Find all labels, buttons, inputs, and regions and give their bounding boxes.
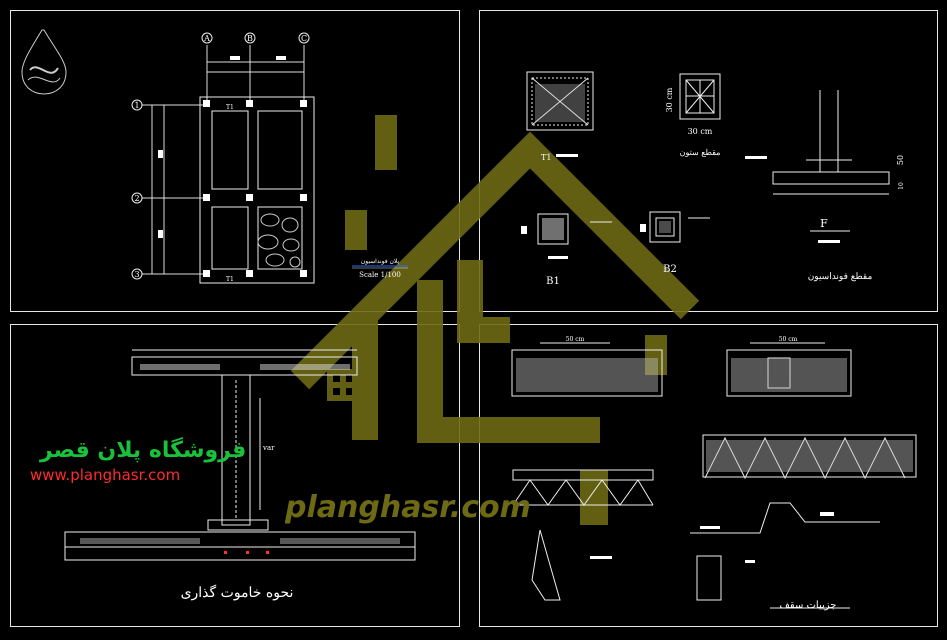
beam-b2: B2 — [663, 264, 677, 275]
shop-name: فروشگاه پلان قصر — [40, 438, 247, 463]
column-section-title: مقطع ستون — [680, 148, 721, 157]
axis-a: A — [203, 34, 210, 43]
plan-title: پلان فونداسیون — [361, 258, 400, 265]
footing-f: F — [820, 217, 828, 230]
foundation-section-title: مقطع فونداسیون — [808, 272, 873, 282]
footing-dim-50: 50 — [896, 155, 905, 165]
axis-3: 3 — [134, 270, 139, 279]
axis-c: C — [301, 34, 307, 43]
slab-dim-50cm-a: 50 cm — [566, 336, 585, 343]
axis-2: 2 — [134, 194, 139, 203]
axis-1: 1 — [134, 101, 139, 110]
section-t1: T1 — [541, 153, 551, 162]
shop-url: www.planghasr.com — [30, 466, 181, 484]
panel-formwork — [10, 324, 460, 627]
axis-b: B — [247, 34, 253, 43]
footing-dim-10: 10 — [898, 182, 905, 190]
slab-title: جزییات سقف — [780, 600, 837, 611]
beam-b1: B1 — [546, 276, 560, 287]
col-dim-h: 30 cm — [688, 127, 713, 136]
logo-url: planghasr.com — [285, 490, 531, 525]
panel-slab-details — [479, 324, 938, 627]
slab-dim-50cm-b: 50 cm — [779, 336, 798, 343]
plan-scale: Scale 1/100 — [359, 271, 401, 279]
var-label: var — [262, 444, 275, 452]
formwork-title: نحوه خاموت گذاری — [181, 584, 294, 601]
panel-foundation-plan — [10, 10, 460, 312]
beam-tag-2: T1 — [226, 276, 234, 283]
beam-tag: T1 — [226, 104, 234, 111]
col-dim-v: 30 cm — [665, 87, 674, 112]
panel-foundation-details — [479, 10, 938, 312]
